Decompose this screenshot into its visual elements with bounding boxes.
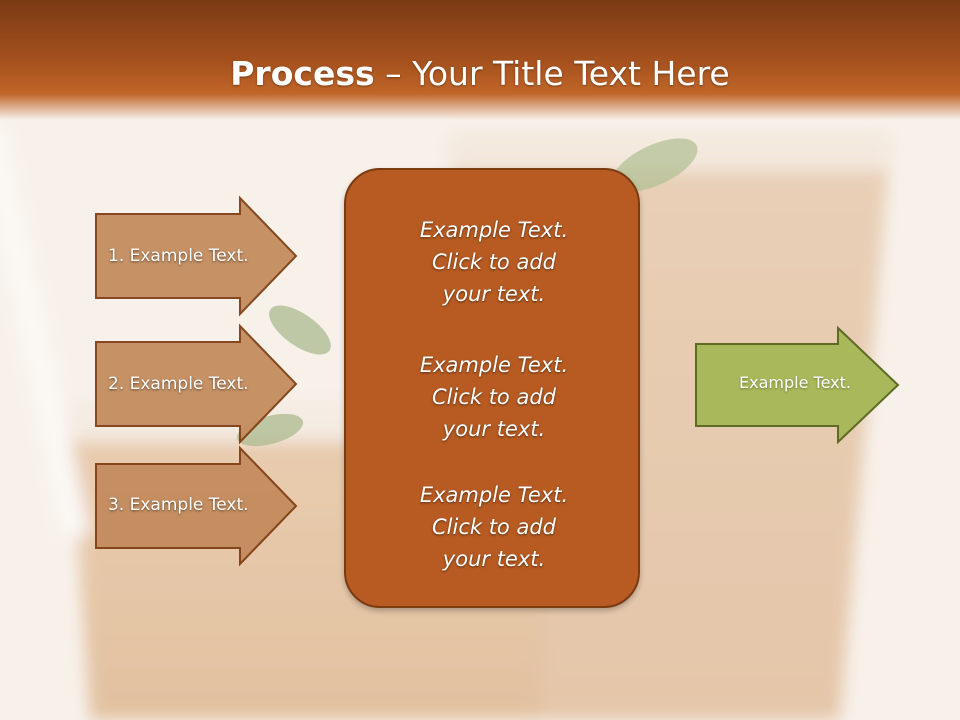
center-text-box[interactable]: Example Text. Click to add your text. Ex… — [344, 168, 640, 608]
text-block-1-line-1: Example Text. — [419, 218, 569, 242]
right-arrow[interactable] — [695, 325, 900, 445]
left-arrow-1[interactable] — [95, 195, 298, 317]
left-arrow-1-label: 1. Example Text. — [108, 246, 249, 266]
slide-title: Process – Your Title Text Here — [0, 52, 960, 96]
text-block-3-line-3: your text. — [442, 547, 546, 571]
text-block-3-line-2: Click to add — [431, 515, 556, 539]
left-arrow-2-label: 2. Example Text. — [108, 374, 249, 394]
text-block-2: Example Text. Click to add your text. — [346, 349, 642, 445]
text-block-1-line-3: your text. — [442, 282, 546, 306]
text-block-3: Example Text. Click to add your text. — [346, 479, 642, 575]
left-arrow-3[interactable] — [95, 445, 298, 567]
title-bold: Process — [230, 54, 375, 93]
title-rest: – Your Title Text Here — [374, 54, 730, 93]
left-arrow-3-label: 3. Example Text. — [108, 495, 249, 515]
right-arrow-label: Example Text. — [739, 373, 851, 392]
text-block-3-line-1: Example Text. — [419, 483, 569, 507]
left-arrow-2[interactable] — [95, 323, 298, 445]
text-block-2-line-1: Example Text. — [419, 353, 569, 377]
title-bar — [0, 0, 960, 120]
text-block-2-line-3: your text. — [442, 417, 546, 441]
text-block-1-line-2: Click to add — [431, 250, 556, 274]
text-block-1: Example Text. Click to add your text. — [346, 214, 642, 310]
text-block-2-line-2: Click to add — [431, 385, 556, 409]
